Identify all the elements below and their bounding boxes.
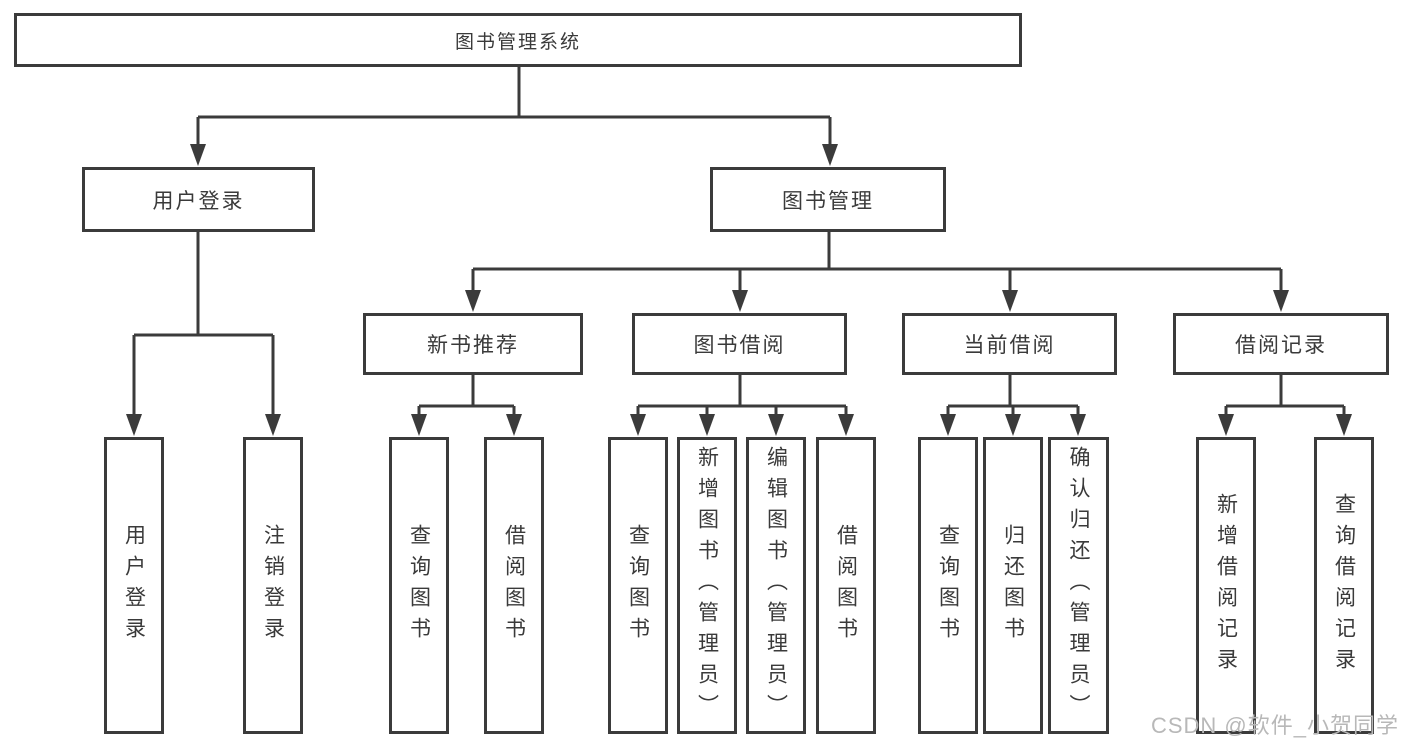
node-borrowing-records: 借阅记录 [1173, 313, 1389, 375]
arrowhead-icon [630, 414, 646, 436]
arrowhead-icon [768, 414, 784, 436]
node-label: 图书管理 [782, 189, 874, 213]
node-label: 查询图书 [407, 523, 431, 648]
arrowhead-icon [838, 414, 854, 436]
node-label: 归还图书 [1001, 523, 1025, 648]
node-user-login: 用户登录 [82, 167, 315, 232]
branch-user-login [126, 232, 281, 436]
branch-borrowing-records [1218, 375, 1352, 436]
arrowhead-icon [265, 414, 281, 436]
node-label: 当前借阅 [963, 334, 1056, 357]
node-label: 注销登录 [261, 523, 285, 648]
node-query-books-recommend: 查询图书 [389, 437, 449, 734]
node-label: 图书借阅 [693, 334, 786, 357]
node-label: 借阅图书 [502, 523, 526, 648]
node-current-borrowing: 当前借阅 [902, 313, 1117, 375]
branch-root [190, 67, 838, 166]
node-borrow-books-recommend: 借阅图书 [484, 437, 544, 734]
node-label: 查询图书 [626, 523, 650, 648]
node-label: 图书管理系统 [454, 31, 581, 53]
node-query-books-borrowing: 查询图书 [608, 437, 668, 734]
node-book-borrowing: 图书借阅 [632, 313, 847, 375]
node-new-book-recommend: 新书推荐 [363, 313, 583, 375]
arrowhead-icon [1273, 290, 1289, 312]
arrowhead-icon [190, 144, 206, 166]
node-confirm-return-admin: 确认归还（管理员） [1048, 437, 1109, 734]
node-borrow-books: 借阅图书 [816, 437, 876, 734]
branch-book-management [465, 232, 1289, 312]
arrowhead-icon [506, 414, 522, 436]
node-label: 新增图书（管理员） [695, 446, 719, 725]
node-label: 用户登录 [122, 523, 146, 648]
node-label: 新书推荐 [427, 334, 519, 357]
arrowhead-icon [1218, 414, 1234, 436]
arrowhead-icon [1336, 414, 1352, 436]
node-edit-books-admin: 编辑图书（管理员） [746, 437, 806, 734]
arrowhead-icon [411, 414, 427, 436]
node-label: 新增借阅记录 [1214, 492, 1238, 679]
arrowhead-icon [822, 144, 838, 166]
arrowhead-icon [732, 290, 748, 312]
arrowhead-icon [699, 414, 715, 436]
node-book-management: 图书管理 [710, 167, 946, 232]
node-query-borrow-record: 查询借阅记录 [1314, 437, 1374, 734]
node-add-books-admin: 新增图书（管理员） [677, 437, 737, 734]
node-label: 编辑图书（管理员） [764, 446, 788, 725]
node-library-management-system: 图书管理系统 [14, 13, 1022, 67]
arrowhead-icon [465, 290, 481, 312]
node-return-books: 归还图书 [983, 437, 1043, 734]
branch-current-borrowing [940, 375, 1086, 436]
node-label: 用户登录 [152, 189, 245, 213]
arrowhead-icon [1070, 414, 1086, 436]
node-user-login-leaf: 用户登录 [104, 437, 164, 734]
branch-new-book-recommend [411, 375, 522, 436]
arrowhead-icon [940, 414, 956, 436]
branch-book-borrowing [630, 375, 854, 436]
node-add-borrow-record: 新增借阅记录 [1196, 437, 1256, 734]
arrowhead-icon [1005, 414, 1021, 436]
node-label: 借阅图书 [834, 523, 858, 648]
node-label: 查询借阅记录 [1332, 492, 1356, 679]
node-label: 借阅记录 [1235, 334, 1327, 357]
node-label: 查询图书 [936, 523, 960, 648]
arrowhead-icon [126, 414, 142, 436]
node-label: 确认归还（管理员） [1067, 446, 1090, 725]
node-logout: 注销登录 [243, 437, 303, 734]
arrowhead-icon [1002, 290, 1018, 312]
node-query-books-current: 查询图书 [918, 437, 978, 734]
watermark: CSDN @软件_小贺同学 [1150, 713, 1399, 738]
